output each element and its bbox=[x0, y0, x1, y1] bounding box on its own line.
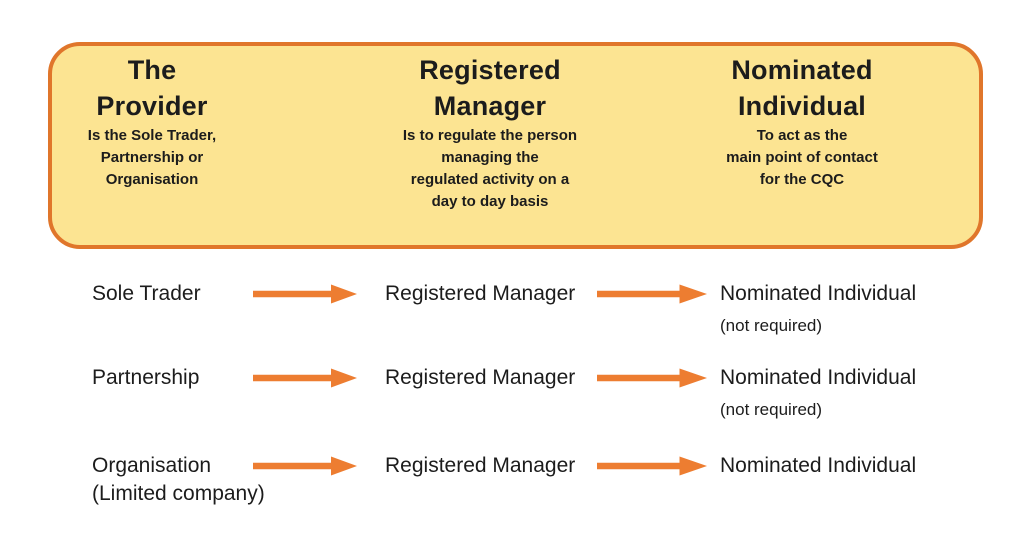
nominated-individual-label: Nominated Individual bbox=[720, 366, 917, 389]
right-arrow-icon bbox=[597, 456, 707, 476]
registered-manager-label: Registered Manager bbox=[385, 282, 576, 305]
provider-label: Organisation (Limited company) bbox=[92, 454, 265, 505]
not-required-note: (not required) bbox=[720, 400, 823, 419]
provider-column: The Provider Is the Sole Trader, Partner… bbox=[52, 52, 252, 191]
right-arrow-icon bbox=[253, 284, 357, 304]
registered-manager-column: Registered Manager Is to regulate the pe… bbox=[375, 52, 605, 213]
nominated-individual-cell: Nominated Individual (not required) bbox=[720, 364, 916, 421]
registered-manager-label: Registered Manager bbox=[385, 454, 576, 477]
nominated-individual-cell: Nominated Individual bbox=[720, 452, 916, 480]
nominated-individual-column: Nominated Individual To act as the main … bbox=[688, 52, 916, 191]
roles-overview-box: The Provider Is the Sole Trader, Partner… bbox=[48, 42, 983, 249]
provider-label: Partnership bbox=[92, 366, 200, 389]
provider-column-description: Is the Sole Trader, Partnership or Organ… bbox=[87, 127, 217, 188]
registered-manager-column-title: Registered Manager bbox=[419, 55, 561, 121]
provider-label: Sole Trader bbox=[92, 282, 201, 305]
nominated-individual-column-description: To act as the main point of contact for … bbox=[726, 127, 878, 188]
registered-manager-label: Registered Manager bbox=[385, 366, 576, 389]
provider-column-title: The Provider bbox=[96, 55, 208, 121]
flow-row-partnership: Partnership Registered Manager Nominated… bbox=[0, 364, 1024, 444]
registered-manager-column-description: Is to regulate the person managing the r… bbox=[402, 127, 578, 210]
nominated-individual-cell: Nominated Individual (not required) bbox=[720, 280, 916, 337]
not-required-note: (not required) bbox=[720, 316, 823, 335]
flow-row-sole-trader: Sole Trader Registered Manager Nominated… bbox=[0, 280, 1024, 360]
nominated-individual-label: Nominated Individual bbox=[720, 282, 917, 305]
flow-row-organisation: Organisation (Limited company) Registere… bbox=[0, 452, 1024, 532]
nominated-individual-column-title: Nominated Individual bbox=[731, 55, 873, 121]
right-arrow-icon bbox=[597, 368, 707, 388]
right-arrow-icon bbox=[253, 456, 357, 476]
right-arrow-icon bbox=[253, 368, 357, 388]
right-arrow-icon bbox=[597, 284, 707, 304]
nominated-individual-label: Nominated Individual bbox=[720, 454, 917, 477]
